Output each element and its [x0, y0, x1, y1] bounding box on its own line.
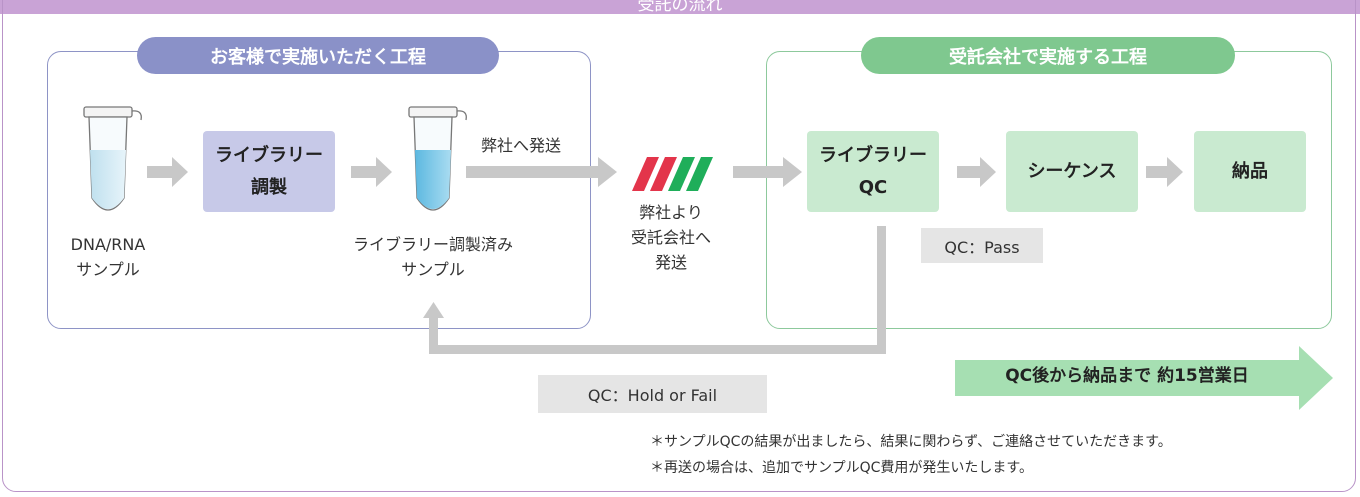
delivery-box: 納品	[1194, 131, 1306, 212]
note-item: ＊サンプルQCの結果が出ましたら、結果に関わらず、ご連絡させていただきます。	[650, 434, 1172, 450]
note-item: ＊再送の場合は、追加でサンプルQC費用が発生いたします。	[650, 459, 1033, 476]
timeline-label: QC後から納品まで 約15営業日	[1005, 365, 1249, 386]
library-prep-line1: ライブラリー	[215, 145, 323, 166]
customer-process-title: お客様で実施いただく工程	[137, 37, 499, 74]
sequence-label: シーケンス	[1027, 160, 1117, 182]
library-prep-box: ライブラリー 調製	[203, 131, 335, 212]
prepared-tube-icon	[408, 106, 467, 211]
sample-tube-icon	[83, 106, 142, 211]
vendor-process-title: 受託会社で実施する工程	[861, 37, 1235, 74]
arrow-right-icon	[351, 157, 392, 187]
qc-pass-badge: QC：Pass	[921, 228, 1043, 263]
arrow-right-icon	[147, 157, 188, 187]
library-qc-box: ライブラリー QC	[807, 131, 939, 212]
ship-to-us-label: 弊社へ発送	[480, 136, 561, 155]
ship-to-vendor-label: 弊社より 受託会社へ 発送	[630, 203, 711, 272]
arrow-right-icon	[1146, 157, 1183, 187]
arrow-right-icon	[466, 157, 617, 187]
header-banner: 受託の流れ	[0, 0, 1360, 14]
library-qc-line2: QC	[858, 176, 888, 198]
prepared-sample-label: ライブラリー調製済み サンプル	[352, 235, 513, 279]
sample-label: DNA/RNA サンプル	[70, 235, 146, 279]
qc-hold-fail-badge: QC：Hold or Fail	[538, 375, 767, 413]
arrow-right-icon	[733, 157, 802, 187]
delivery-label: 納品	[1232, 160, 1268, 182]
company-logo-icon	[632, 157, 713, 191]
timeline-arrow	[955, 346, 1333, 410]
library-qc-line1: ライブラリー	[819, 145, 927, 166]
arrow-right-icon	[957, 157, 996, 187]
return-arrow-icon	[423, 226, 886, 354]
library-prep-line2: 調製	[251, 176, 287, 198]
sequence-box: シーケンス	[1006, 131, 1138, 212]
notes: ＊サンプルQCの結果が出ましたら、結果に関わらず、ご連絡させていただきます。 ＊…	[650, 430, 1172, 482]
header-title: 受託の流れ	[637, 0, 723, 14]
